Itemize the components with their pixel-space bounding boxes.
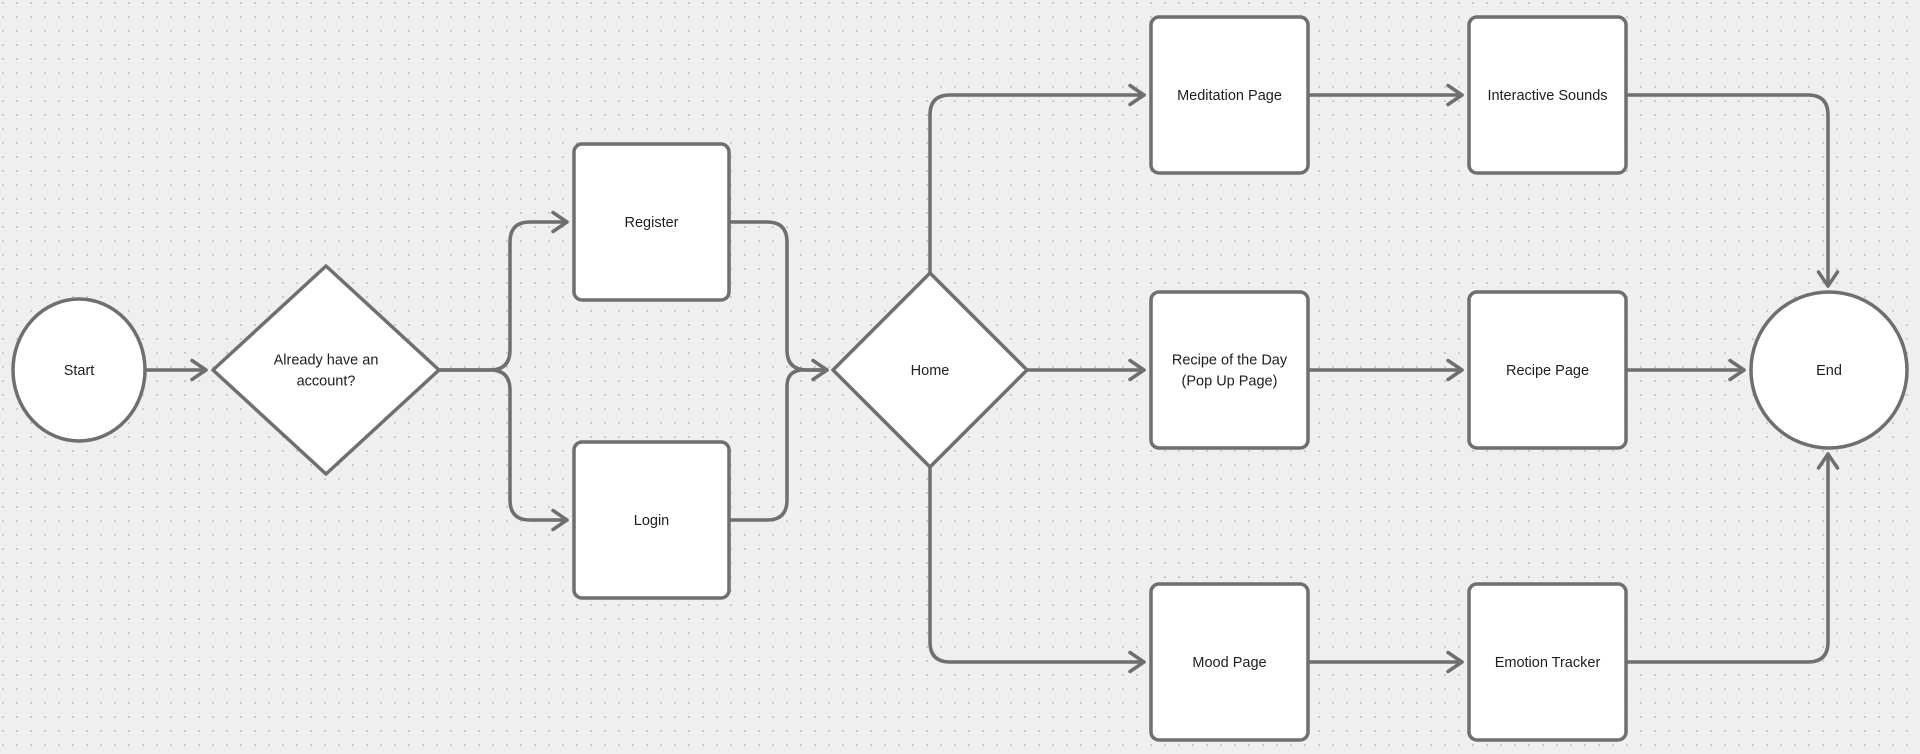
rect-shape-register[interactable]: [572, 142, 731, 302]
edge-home-to-mood[interactable]: [928, 465, 1146, 674]
edge-login-to-home[interactable]: [727, 368, 822, 522]
node-emotion-tracker[interactable]: Emotion Tracker: [1467, 582, 1628, 742]
arrowhead-icon: [1446, 83, 1464, 107]
arrowhead-icon: [1816, 452, 1840, 470]
edge-start-to-decision[interactable]: [145, 358, 208, 382]
rect-shape-login[interactable]: [572, 440, 731, 600]
edge-line-sounds-to-end[interactable]: [1625, 93, 1830, 288]
arrowhead-icon: [811, 358, 829, 382]
node-label-register: Register: [625, 215, 679, 231]
ellipse-shape-start[interactable]: [11, 297, 147, 443]
arrowhead-icon: [1446, 650, 1464, 674]
edge-line-home-to-meditation[interactable]: [928, 93, 1146, 275]
node-register[interactable]: Register: [572, 142, 731, 302]
node-label-mood-page: Mood Page: [1192, 655, 1266, 671]
node-label-start: Start: [64, 363, 95, 379]
arrowhead-icon: [1128, 358, 1146, 382]
edge-recipe-day-to-recipe[interactable]: [1306, 358, 1464, 382]
node-start[interactable]: Start: [11, 297, 147, 443]
edge-home-to-meditation[interactable]: [928, 83, 1146, 275]
arrowhead-icon: [551, 508, 569, 532]
ellipse-shape-end[interactable]: [1749, 290, 1909, 450]
edge-line-decision-to-register[interactable]: [438, 220, 569, 372]
diamond-shape-already-have-account[interactable]: [211, 264, 441, 476]
arrowhead-icon: [190, 358, 208, 382]
node-label-interactive-sounds: Interactive Sounds: [1487, 88, 1607, 104]
rect-shape-mood-page[interactable]: [1149, 582, 1310, 742]
edge-line-emotion-to-end[interactable]: [1625, 452, 1830, 664]
arrowhead-icon: [1128, 83, 1146, 107]
node-mood-page[interactable]: Mood Page: [1149, 582, 1310, 742]
edge-home-to-recipe-day[interactable]: [1025, 358, 1146, 382]
arrowhead-icon: [1128, 650, 1146, 674]
edge-decision-to-register[interactable]: [438, 210, 569, 372]
edge-line-login-to-home[interactable]: [727, 368, 822, 522]
node-label-emotion-tracker: Emotion Tracker: [1495, 655, 1601, 671]
node-label-recipe-of-the-day: Recipe of the Day(Pop Up Page): [1172, 353, 1288, 390]
node-interactive-sounds[interactable]: Interactive Sounds: [1467, 15, 1628, 175]
node-label-meditation-page: Meditation Page: [1177, 88, 1282, 104]
diamond-shape-home[interactable]: [831, 271, 1029, 469]
node-label-recipe-page: Recipe Page: [1506, 363, 1589, 379]
arrowhead-icon: [1446, 358, 1464, 382]
node-meditation-page[interactable]: Meditation Page: [1149, 15, 1310, 175]
node-label-login: Login: [634, 513, 669, 529]
node-recipe-page[interactable]: Recipe Page: [1467, 290, 1628, 450]
rect-shape-recipe-page[interactable]: [1467, 290, 1628, 450]
edge-recipe-page-to-end[interactable]: [1625, 358, 1746, 382]
edge-emotion-to-end[interactable]: [1625, 452, 1840, 664]
node-recipe-of-the-day[interactable]: Recipe of the Day(Pop Up Page): [1149, 290, 1310, 450]
arrowhead-icon: [1728, 358, 1746, 382]
rect-shape-interactive-sounds[interactable]: [1467, 15, 1628, 175]
rect-shape-meditation-page[interactable]: [1149, 15, 1310, 175]
node-end[interactable]: End: [1749, 290, 1909, 450]
node-label-home: Home: [911, 363, 950, 379]
edge-decision-to-login[interactable]: [438, 368, 569, 532]
edge-mood-to-emotion[interactable]: [1306, 650, 1464, 674]
edge-line-decision-to-login[interactable]: [438, 368, 569, 522]
node-label-end: End: [1816, 363, 1842, 379]
rect-shape-emotion-tracker[interactable]: [1467, 582, 1628, 742]
arrowhead-icon: [1816, 270, 1840, 288]
node-login[interactable]: Login: [572, 440, 731, 600]
rect-shape-recipe-of-the-day[interactable]: [1149, 290, 1310, 450]
node-home[interactable]: Home: [831, 271, 1029, 469]
edge-meditation-to-sounds[interactable]: [1306, 83, 1464, 107]
edge-sounds-to-end[interactable]: [1625, 93, 1840, 288]
arrowhead-icon: [551, 210, 569, 234]
edge-line-home-to-mood[interactable]: [928, 465, 1146, 664]
